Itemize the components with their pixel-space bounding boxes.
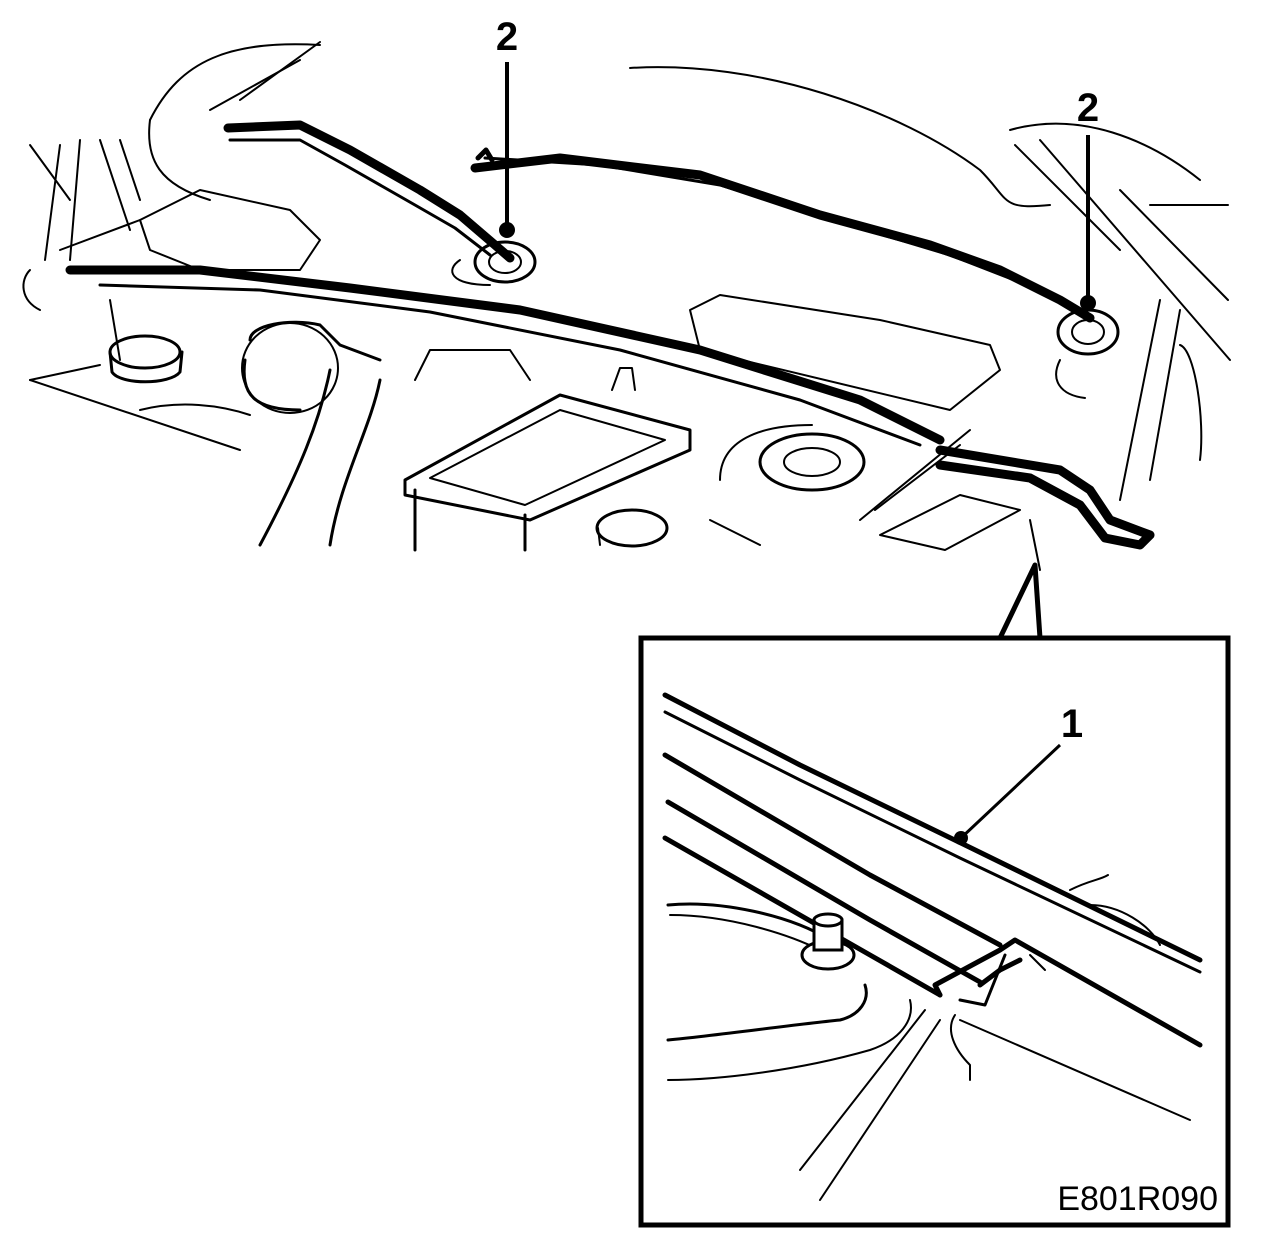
callout-2-left: 2 [496,15,518,238]
callout-2-left-label: 2 [496,15,518,59]
detail-inset: 1 E801R090 [638,635,1231,1228]
callout-1-label: 1 [1061,702,1083,746]
figure-code: E801R090 [1057,1180,1218,1218]
callout-2-right: 2 [1077,86,1099,311]
callout-1: 1 [954,702,1083,845]
detail-leader [997,562,1043,641]
callout-2-right-label: 2 [1077,86,1099,130]
engine-bay-scene [22,41,1231,552]
